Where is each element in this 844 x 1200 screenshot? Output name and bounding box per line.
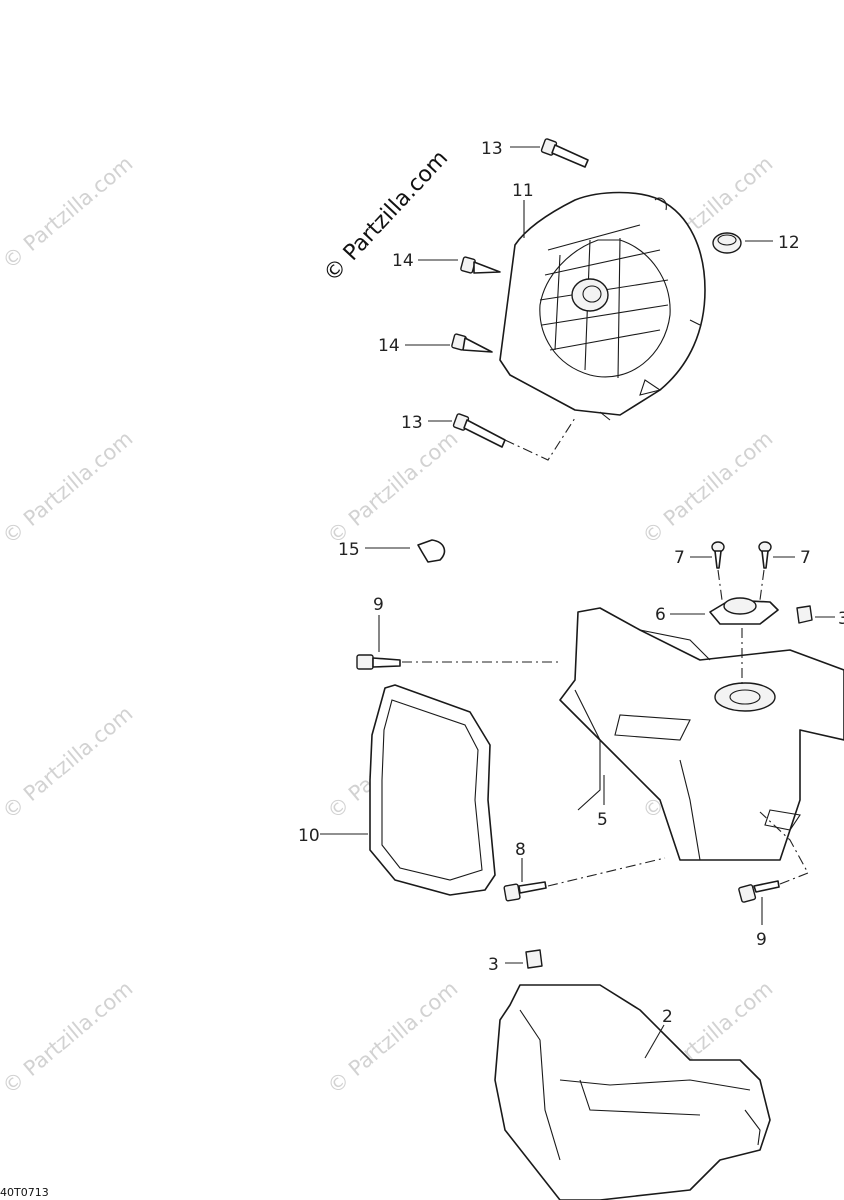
clip-3-right [796, 605, 813, 624]
part-lower-shroud [494, 984, 771, 1200]
callout-15: 15 [338, 540, 360, 560]
callout-5: 5 [597, 810, 608, 830]
callout-labels: 13 11 12 14 14 13 15 7 7 6 3 9 10 5 8 9 … [298, 139, 844, 1027]
callout-10: 10 [298, 826, 320, 846]
watermark: © Partzilla.com [638, 426, 778, 549]
callout-13-top: 13 [481, 139, 503, 159]
callout-9-lower: 9 [756, 930, 767, 950]
watermark: © Partzilla.com [0, 426, 137, 549]
bolt-13-top [540, 138, 589, 168]
brand-mark: © Partzilla.com [319, 146, 453, 287]
watermark: © Partzilla.com [0, 151, 137, 274]
bolt-13-bottom [452, 413, 506, 448]
screw-14-upper [460, 256, 501, 274]
bolt-8 [503, 881, 547, 902]
callout-11: 11 [512, 181, 534, 201]
bolt-9-upper [356, 654, 401, 670]
callout-2: 2 [662, 1007, 673, 1027]
plug-12 [712, 232, 742, 254]
callout-3-right: 3 [838, 609, 844, 629]
screw-14-lower [451, 333, 493, 353]
callout-7-right: 7 [800, 548, 811, 568]
callout-14-upper: 14 [392, 251, 414, 271]
part-cylinder-shroud [559, 607, 844, 861]
screw-7-left [711, 541, 725, 569]
callout-8: 8 [515, 840, 526, 860]
leader-lines [320, 146, 835, 1059]
diagram-code: 40T0713 [0, 1186, 49, 1199]
callout-3-lower: 3 [488, 955, 499, 975]
watermark: © Partzilla.com [323, 426, 463, 549]
clip-3-lower [525, 949, 543, 969]
callout-12: 12 [778, 233, 800, 253]
callout-9-upper: 9 [373, 595, 384, 615]
watermark: © Partzilla.com [0, 976, 137, 1099]
cap-6 [709, 597, 779, 625]
callout-6: 6 [655, 605, 666, 625]
clamp-15 [417, 539, 446, 563]
screw-7-right [758, 541, 772, 569]
watermark: © Partzilla.com [0, 701, 137, 824]
watermark: © Partzilla.com [323, 976, 463, 1099]
callout-13-bottom: 13 [401, 413, 423, 433]
part-fan-shroud [499, 191, 706, 421]
callout-7-left: 7 [674, 548, 685, 568]
callout-14-lower: 14 [378, 336, 400, 356]
bolt-9-lower [738, 880, 780, 903]
part-gasket [369, 684, 496, 896]
